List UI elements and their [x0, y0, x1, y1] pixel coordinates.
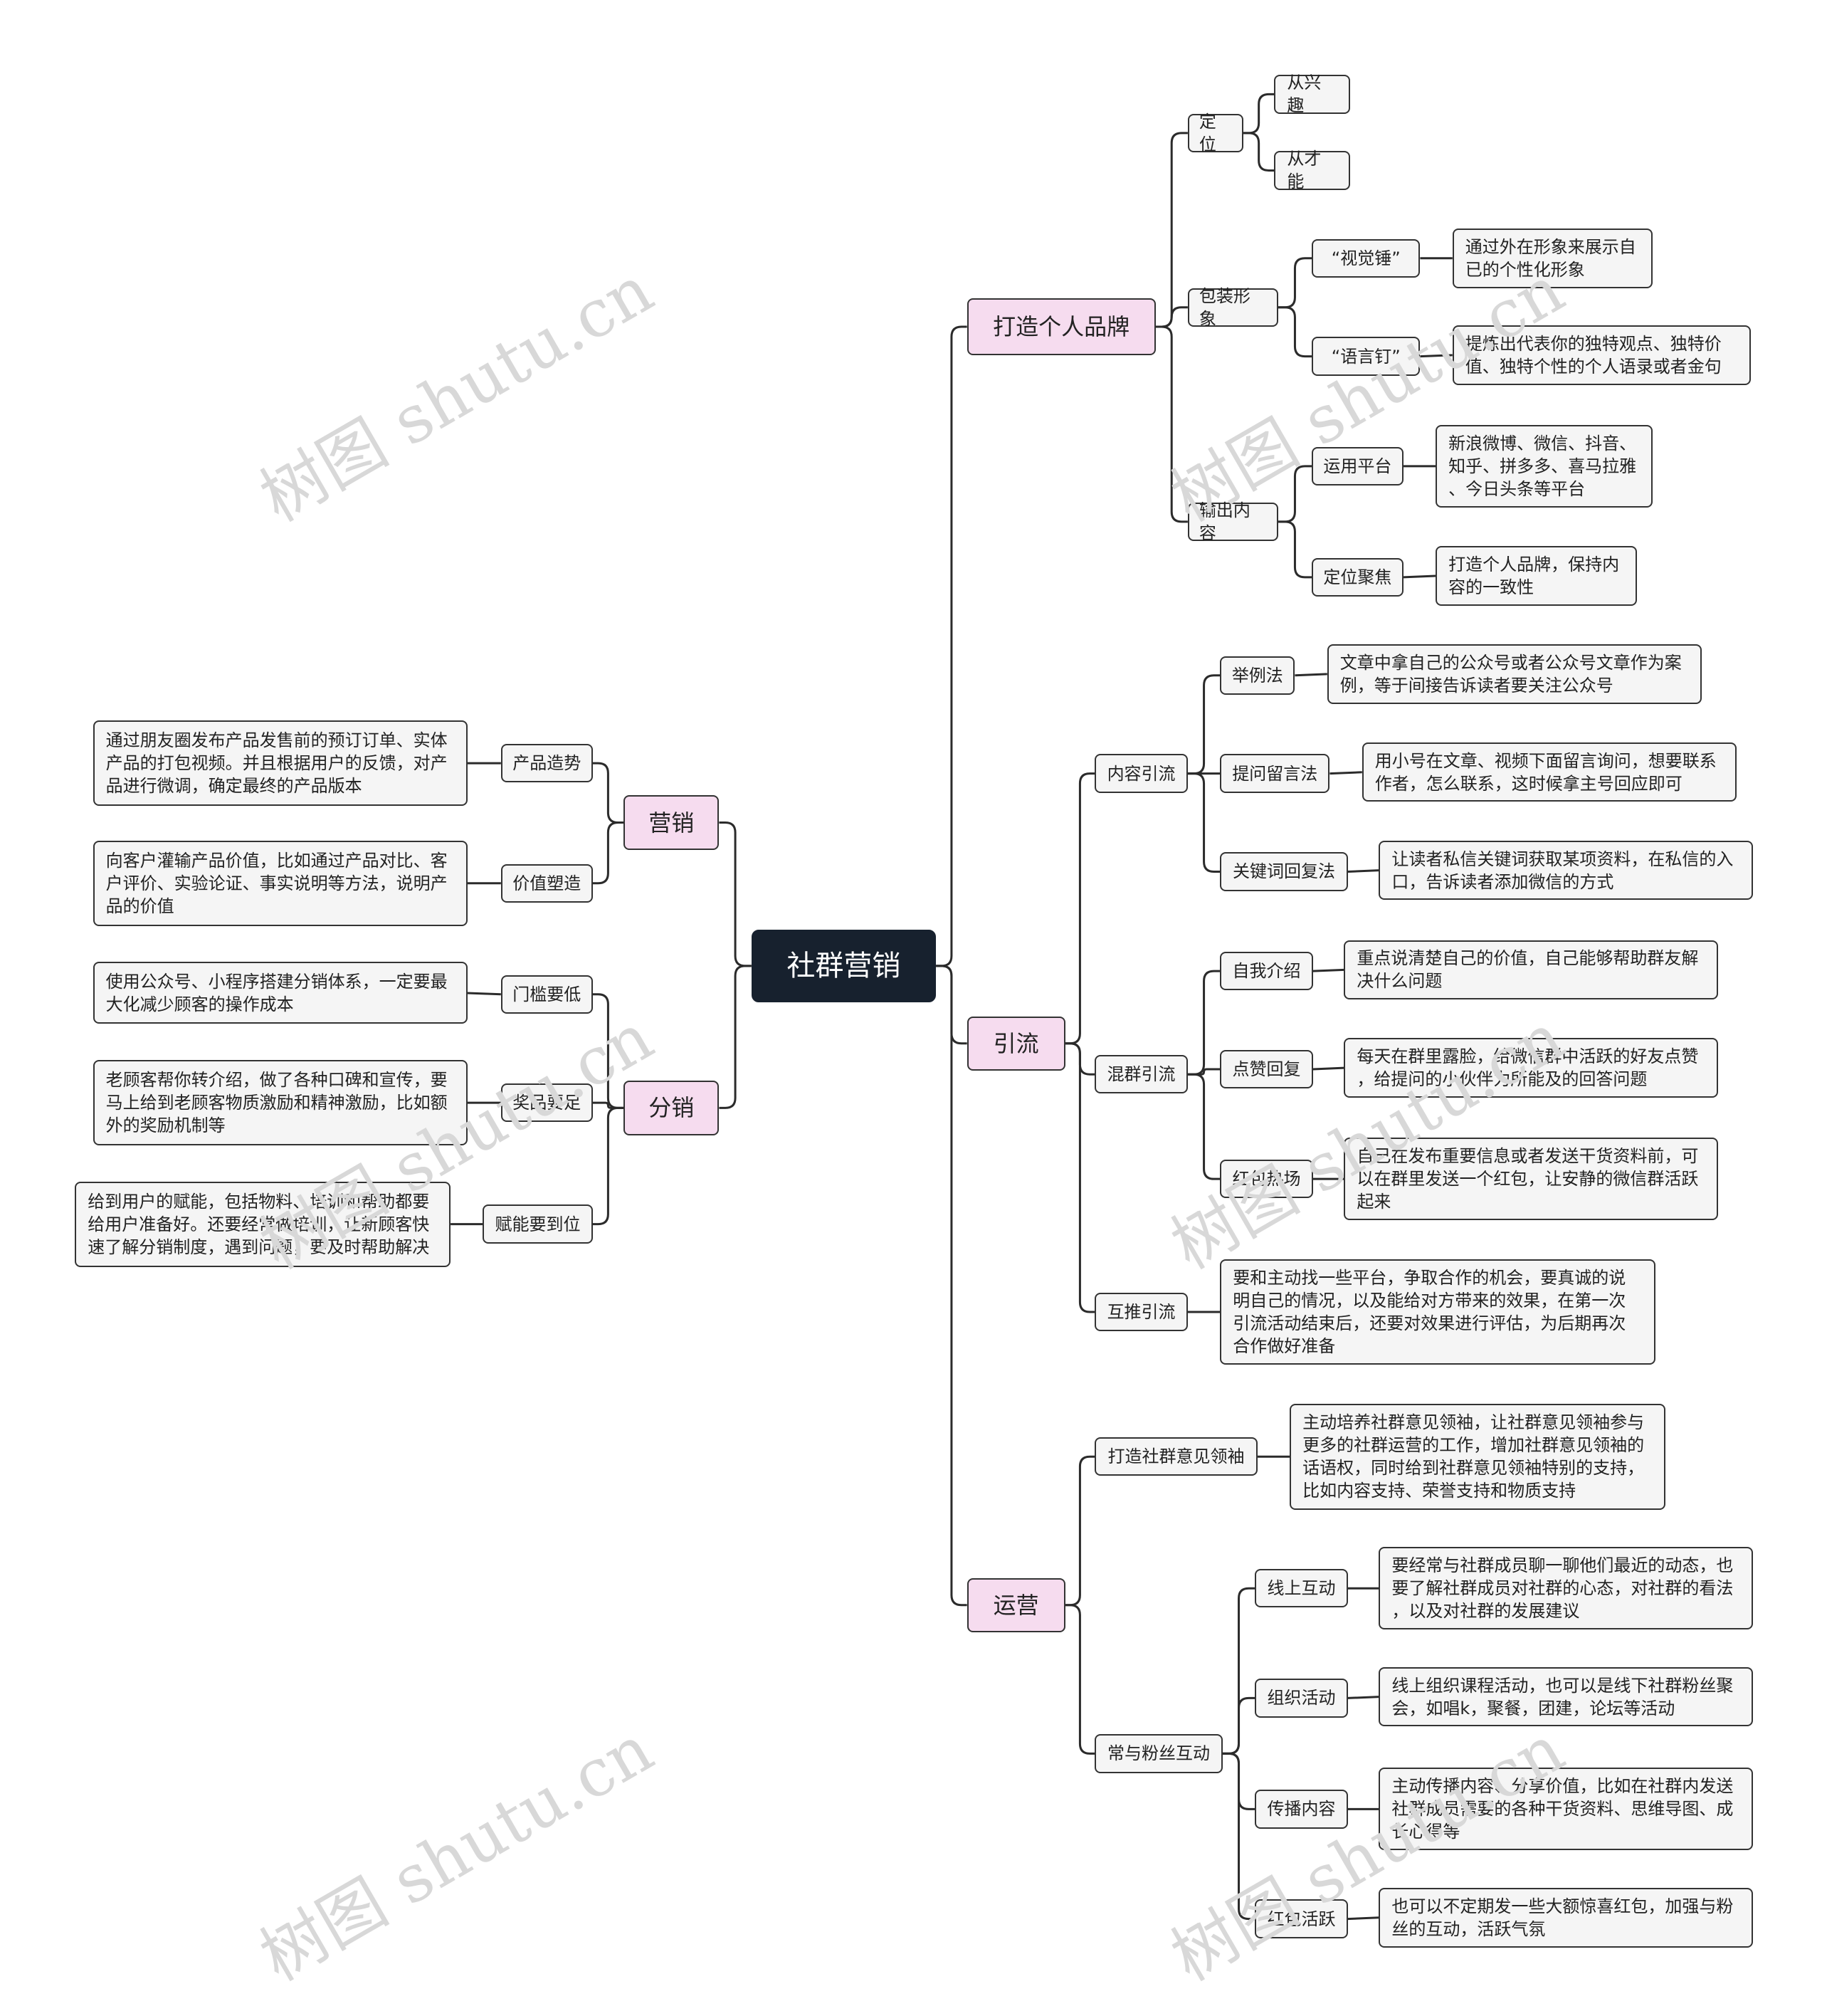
main-branch-node[interactable]: 营销 — [623, 795, 720, 850]
connector-line — [1295, 673, 1327, 677]
connector-line — [1243, 132, 1275, 172]
leaf-note-node[interactable]: 要和主动找一些平台，争取合作的机会，要真诚的说 明自己的情况，以及能给对方带来的… — [1220, 1259, 1655, 1365]
main-branch-node[interactable]: 引流 — [967, 1016, 1065, 1071]
sub-topic-node[interactable]: 运用平台 — [1312, 446, 1404, 486]
connector-line — [467, 992, 501, 996]
root-topic-node[interactable]: 社群营销 — [751, 930, 937, 1002]
connector-line — [1187, 1068, 1221, 1076]
leaf-note-node[interactable]: 提炼出代表你的独特观点、独特价 值、独特个性的个人语录或者金句 — [1452, 325, 1751, 385]
sub-topic-node[interactable]: 组织活动 — [1255, 1679, 1348, 1718]
connector-line — [1403, 574, 1436, 579]
leaf-note-node[interactable]: 通过朋友圈发布产品发售前的预订订单、实体 产品的打包视频。并且根据用户的反馈，对… — [93, 720, 468, 806]
connector-line — [1187, 772, 1221, 873]
connector-line — [1065, 1455, 1095, 1607]
sub-topic-node[interactable]: 输出内容 — [1187, 500, 1278, 543]
connector-line — [1243, 93, 1275, 135]
connector-line — [1347, 1916, 1379, 1921]
sub-topic-node[interactable]: 提问留言法 — [1220, 754, 1330, 793]
sub-topic-node[interactable]: 定位 — [1187, 112, 1243, 154]
sub-topic-node[interactable]: 举例法 — [1220, 656, 1295, 695]
leaf-note-node[interactable]: 要经常与社群成员聊一聊他们最近的动态，也 要了解社群成员对社群的心态，对社群的看… — [1379, 1547, 1754, 1630]
leaf-note-node[interactable]: 从才能 — [1274, 149, 1351, 191]
connector-line — [719, 821, 752, 967]
sub-topic-node[interactable]: “视觉锤” — [1312, 238, 1421, 278]
leaf-note-node[interactable]: 打造个人品牌，保持内 容的一致性 — [1436, 546, 1638, 606]
leaf-note-node[interactable]: 文章中拿自己的公众号或者公众号文章作为案 例，等于间接告诉读者要关注公众号 — [1327, 644, 1702, 704]
connector-line — [1222, 1696, 1255, 1755]
sub-topic-node[interactable]: 赋能要到位 — [483, 1204, 593, 1244]
connector-line — [592, 1101, 624, 1109]
connector-line — [1155, 132, 1188, 328]
main-branch-node[interactable]: 分销 — [623, 1081, 720, 1135]
connector-line — [1420, 354, 1453, 358]
connector-line — [1065, 1042, 1095, 1313]
sub-topic-node[interactable]: 传播内容 — [1255, 1790, 1348, 1829]
leaf-note-node[interactable]: 每天在群里露脸，给微信群中活跃的好友点赞 ，给提问的小伙伴力所能及的回答问题 — [1344, 1038, 1719, 1098]
connector-line — [1187, 674, 1221, 775]
sub-topic-node[interactable]: 自我介绍 — [1220, 951, 1313, 991]
sub-topic-node[interactable]: 点赞回复 — [1220, 1049, 1313, 1089]
connector-line — [1347, 869, 1379, 873]
connector-line — [1278, 257, 1312, 309]
sub-topic-node[interactable]: 打造社群意见领袖 — [1095, 1437, 1258, 1476]
leaf-note-node[interactable]: 向客户灌输产品价值，比如通过产品对比、客 户评价、实验论证、事实说明等方法，说明… — [93, 840, 468, 926]
leaf-note-node[interactable]: 重点说清楚自己的价值，自己能够帮助群友解 决什么问题 — [1344, 940, 1719, 1000]
connector-line — [1155, 325, 1188, 523]
connector-line — [592, 993, 624, 1109]
connector-line — [1187, 970, 1221, 1076]
sub-topic-node[interactable]: 产品造势 — [500, 743, 593, 783]
connector-line — [936, 965, 967, 1607]
leaf-note-node[interactable]: 也可以不定期发一些大额惊喜红包，加强与粉 丝的互动，活跃气氛 — [1379, 1888, 1754, 1948]
sub-topic-node[interactable]: 混群引流 — [1095, 1055, 1188, 1094]
leaf-note-node[interactable]: 线上组织课程活动，也可以是线下社群粉丝聚 会，如唱k，聚餐，团建，论坛等活动 — [1379, 1666, 1754, 1727]
connector-line — [592, 1106, 624, 1226]
sub-topic-node[interactable]: “语言钉” — [1312, 337, 1421, 376]
leaf-note-node[interactable]: 给到用户的赋能，包括物料、培训和帮助都要 给用户准备好。还要经常做培训，让新顾客… — [75, 1181, 451, 1267]
connector-line — [1312, 968, 1344, 972]
sub-topic-node[interactable]: 红包热场 — [1220, 1159, 1313, 1199]
leaf-note-node[interactable]: 通过外在形象来展示自 已的个性化形象 — [1452, 229, 1653, 288]
sub-topic-node[interactable]: 红包活跃 — [1255, 1899, 1348, 1938]
sub-topic-node[interactable]: 常与粉丝互动 — [1095, 1734, 1223, 1773]
sub-topic-node[interactable]: 互推引流 — [1095, 1292, 1188, 1332]
sub-topic-node[interactable]: 门槛要低 — [500, 975, 593, 1014]
main-branch-node[interactable]: 运营 — [967, 1577, 1065, 1632]
connector-line — [592, 821, 624, 885]
connector-line — [1278, 520, 1312, 579]
leaf-note-node[interactable]: 从兴趣 — [1274, 73, 1351, 115]
sub-topic-node[interactable]: 奖品要足 — [500, 1083, 593, 1123]
leaf-note-node[interactable]: 让读者私信关键词获取某项资料，在私信的入 口，告诉读者添加微信的方式 — [1379, 840, 1754, 901]
connector-line — [1065, 772, 1095, 1045]
leaf-note-node[interactable]: 自己在发布重要信息或者发送干货资料前，可 以在群里发送一个红包，让安静的微信群活… — [1344, 1138, 1719, 1221]
connector-line — [1222, 1752, 1255, 1921]
connector-line — [1065, 1604, 1095, 1755]
connector-line — [1278, 306, 1312, 358]
sub-topic-node[interactable]: 线上互动 — [1255, 1569, 1348, 1608]
leaf-note-node[interactable]: 新浪微博、微信、抖音、 知乎、拼多多、喜马拉雅 、今日头条等平台 — [1436, 424, 1653, 508]
sub-topic-node[interactable]: 价值塑造 — [500, 863, 593, 903]
connector-line — [936, 325, 967, 967]
connector-line — [1347, 1696, 1379, 1699]
sub-topic-node[interactable]: 内容引流 — [1095, 754, 1188, 793]
sub-topic-node[interactable]: 包装形象 — [1187, 286, 1278, 329]
connector-line — [719, 965, 752, 1109]
connector-line — [592, 762, 624, 824]
leaf-note-node[interactable]: 用小号在文章、视频下面留言询问，想要联系 作者，怎么联系，这时候拿主号回应即可 — [1362, 742, 1737, 802]
sub-topic-node[interactable]: 定位聚焦 — [1312, 557, 1404, 597]
connector-line — [1329, 771, 1362, 775]
main-branch-node[interactable]: 打造个人品牌 — [967, 298, 1156, 355]
sub-topic-node[interactable]: 关键词回复法 — [1220, 852, 1348, 891]
leaf-note-node[interactable]: 老顾客帮你转介绍，做了各种口碑和宣传，要 马上给到老顾客物质激励和精神激励，比如… — [93, 1060, 468, 1145]
leaf-note-node[interactable]: 主动传播内容、分享价值，比如在社群内发送 社群成员需要的各种干货资料、思维导图、… — [1379, 1768, 1754, 1851]
connector-line — [1278, 465, 1312, 523]
connector-line — [1312, 1066, 1344, 1071]
leaf-note-node[interactable]: 主动培养社群意见领袖，让社群意见领袖参与 更多的社群运营的工作，增加社群意见领袖… — [1290, 1403, 1666, 1510]
leaf-note-node[interactable]: 使用公众号、小程序搭建分销体系，一定要最 大化减少顾客的操作成本 — [93, 962, 468, 1024]
connector-line — [1187, 1073, 1221, 1180]
